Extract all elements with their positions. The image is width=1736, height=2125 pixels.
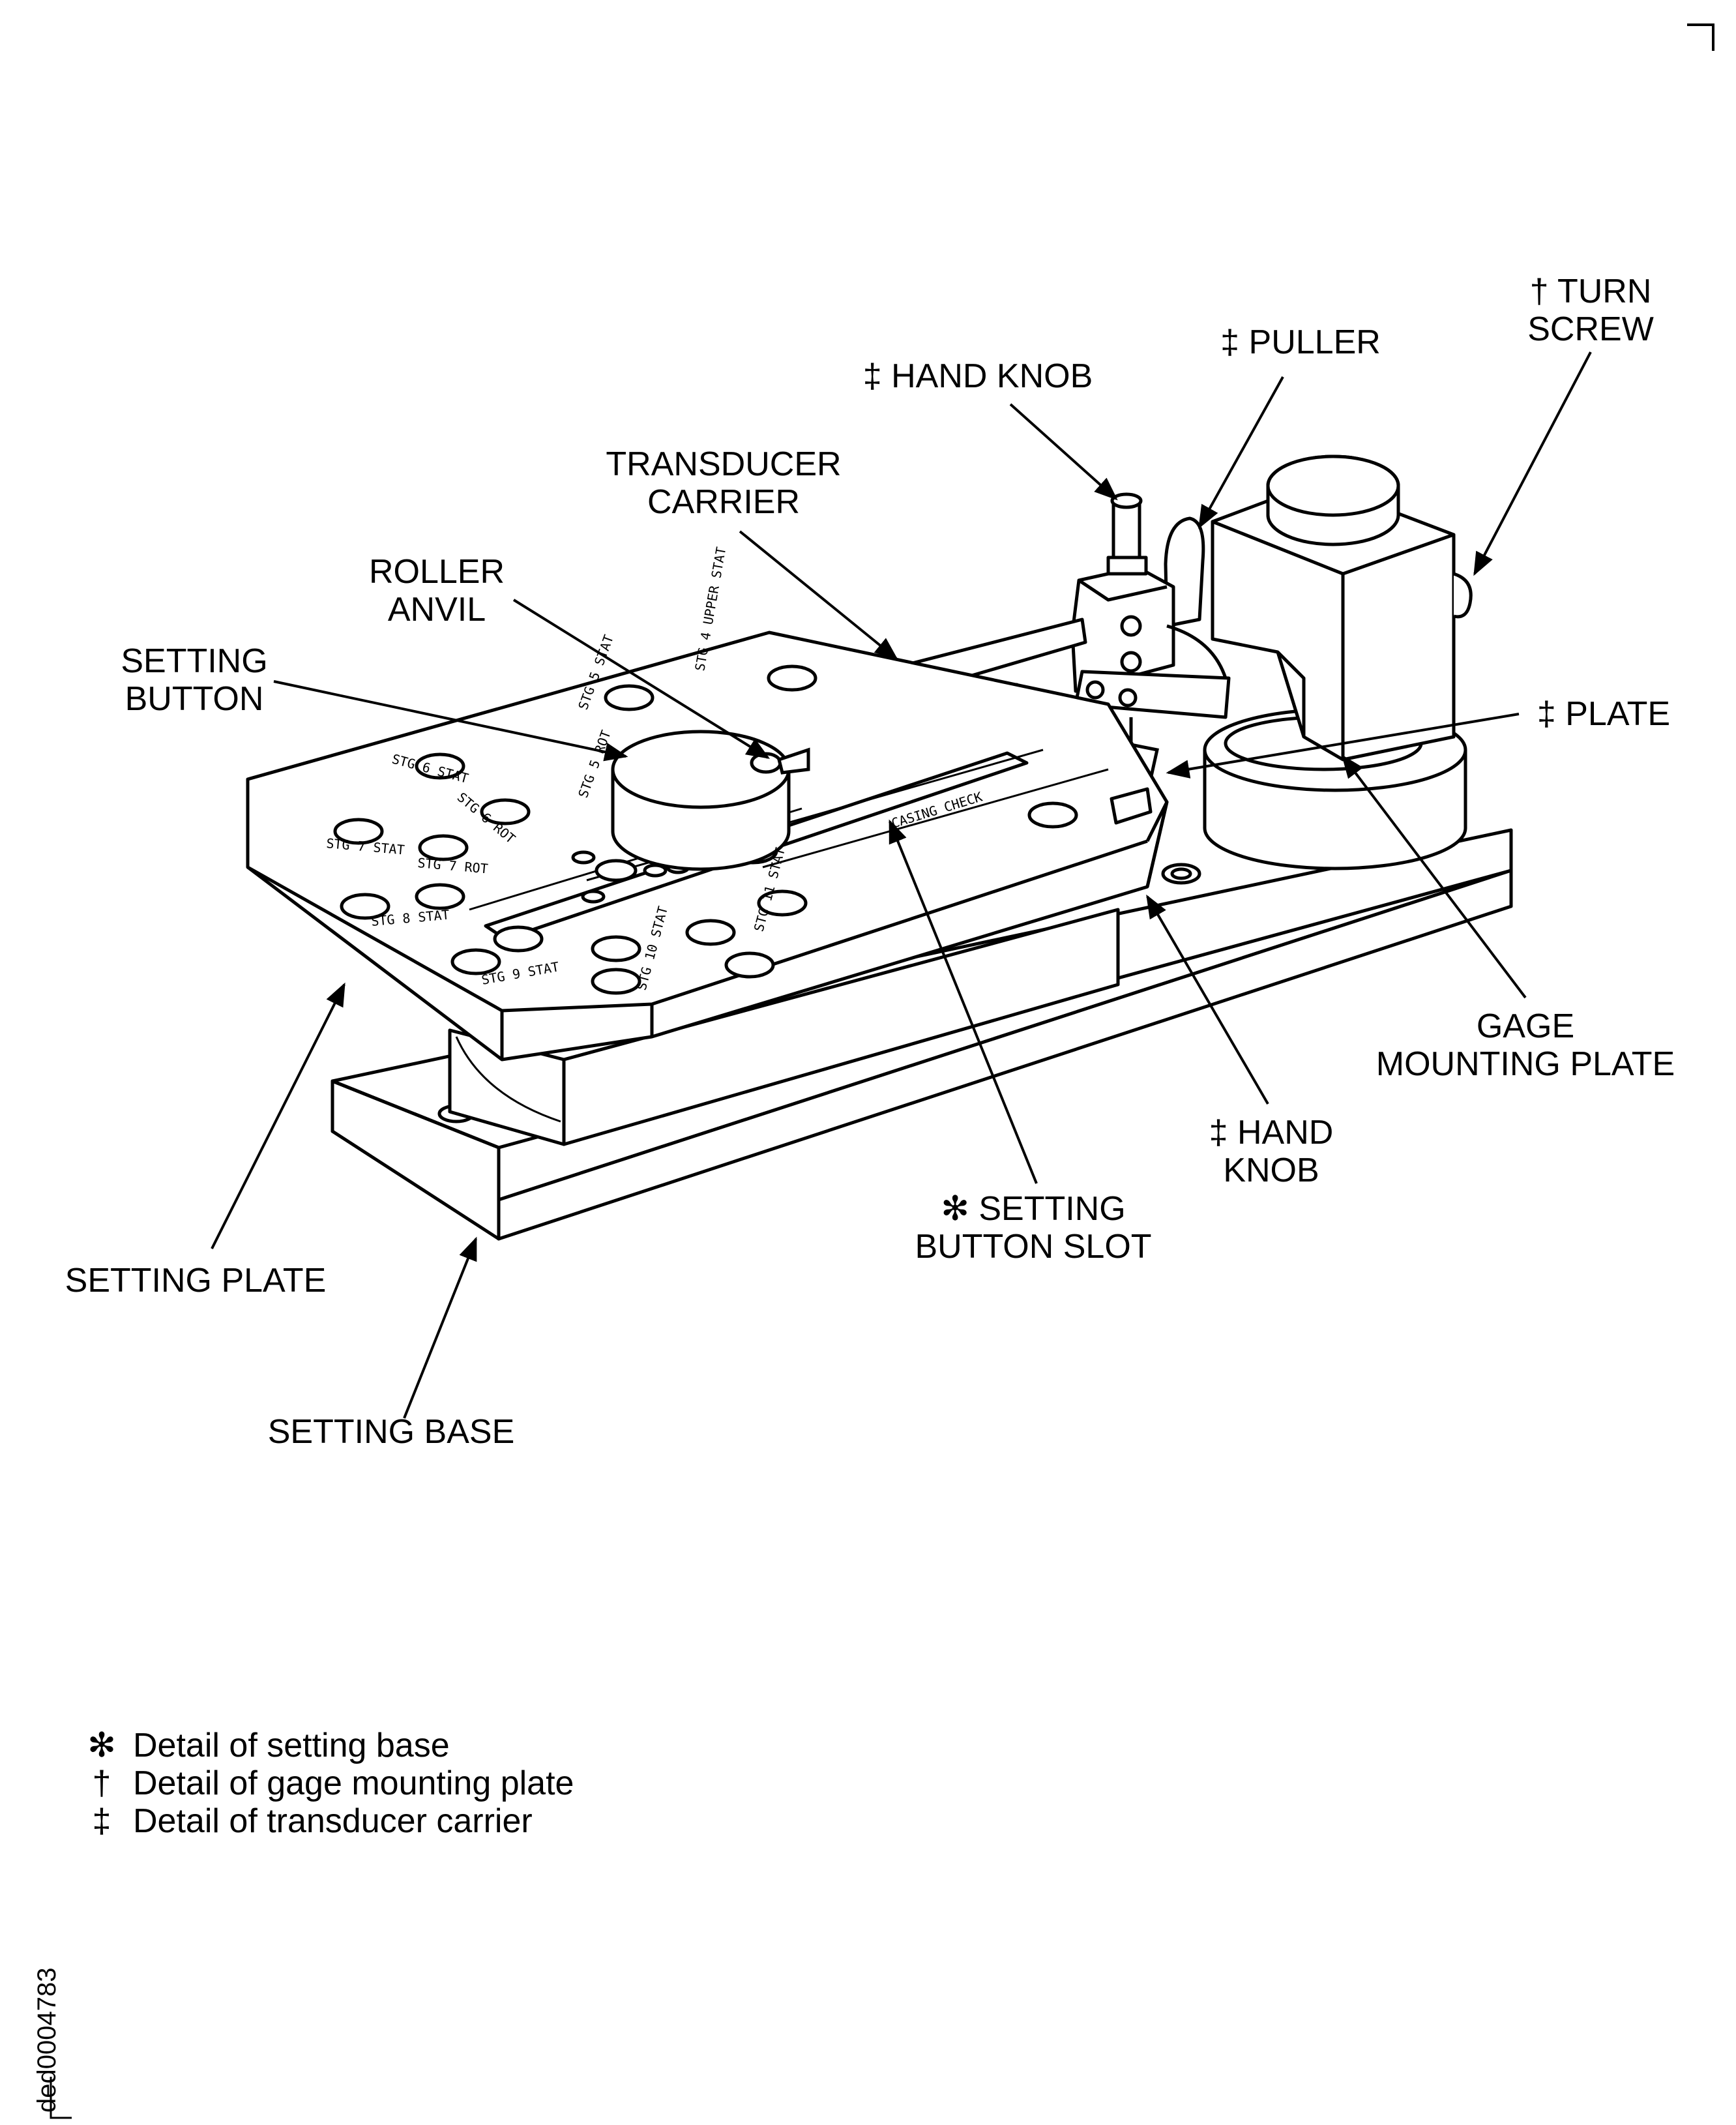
label-setting-button: SETTING BUTTON: [110, 642, 279, 718]
legend-symbol: †: [92, 1764, 111, 1802]
leader-puller: [1198, 376, 1284, 529]
leader-setting-button: [273, 680, 628, 762]
label-setting-plate-text: SETTING PLATE: [65, 1262, 327, 1300]
setting-plate-pedestal: [448, 908, 1120, 1146]
label-roller-anvil-line2: ANVIL: [387, 591, 486, 629]
gage-housing: [1211, 454, 1473, 762]
label-setting-base: SETTING BASE: [248, 1413, 535, 1451]
label-gage-mounting-plate-line2: MOUNTING PLATE: [1376, 1045, 1675, 1083]
top-hand-knob: [1111, 500, 1141, 559]
label-transducer-carrier: TRANSDUCER CARRIER: [587, 445, 861, 521]
label-hand-knob-top-text: ‡ HAND KNOB: [862, 357, 1093, 395]
label-gage-mounting-plate-line1: GAGE: [1476, 1007, 1575, 1045]
label-hand-knob-bottom-line2: KNOB: [1223, 1152, 1319, 1189]
reference-code: ded0004783: [33, 1967, 61, 2113]
label-hand-knob-bottom-line1: ‡ HAND: [1209, 1114, 1334, 1152]
label-setting-base-text: SETTING BASE: [267, 1413, 515, 1451]
label-gage-mounting-plate: GAGE MOUNTING PLATE: [1369, 1007, 1682, 1083]
legend-symbol: ✻: [87, 1727, 116, 1764]
leader-roller-anvil: [512, 599, 771, 759]
leader-setting-plate: [211, 982, 346, 1249]
legend-row: † Detail of gage mounting plate: [70, 1764, 574, 1802]
setting-button-cylinder: [611, 730, 810, 871]
legend-text: Detail of gage mounting plate: [133, 1764, 574, 1802]
label-turn-screw-line1: † TURN: [1529, 273, 1652, 310]
leader-gage-mounting-plate: [1341, 754, 1527, 999]
label-setting-plate: SETTING PLATE: [46, 1262, 346, 1300]
legend-symbol: ‡: [92, 1802, 111, 1840]
right-hand-knob: [1110, 787, 1153, 825]
leader-hand-knob-top: [1009, 403, 1118, 501]
legend-text: Detail of setting base: [133, 1727, 450, 1764]
ref-bracket: [50, 2077, 72, 2119]
label-puller-text: ‡ PULLER: [1220, 323, 1381, 361]
leader-plate: [1166, 713, 1520, 779]
leader-hand-knob-bottom: [1146, 894, 1269, 1105]
label-roller-anvil: ROLLER ANVIL: [355, 553, 518, 629]
legend-row: ✻ Detail of setting base: [70, 1727, 574, 1764]
leader-turn-screw: [1473, 351, 1592, 576]
crop-mark: [1687, 23, 1714, 51]
label-setting-button-slot-line1: ✻ SETTING: [941, 1190, 1126, 1228]
label-transducer-carrier-line1: TRANSDUCER: [606, 445, 842, 483]
transducer-carrier-block: [1070, 492, 1231, 719]
label-setting-button-line2: BUTTON: [125, 680, 264, 718]
label-turn-screw-line2: SCREW: [1527, 310, 1654, 348]
leader-setting-button-slot: [889, 819, 1038, 1184]
leader-setting-base: [403, 1236, 477, 1419]
leader-transducer-carrier: [739, 530, 898, 661]
legend-text: Detail of transducer carrier: [133, 1802, 533, 1840]
legend-row: ‡ Detail of transducer carrier: [70, 1802, 574, 1840]
label-hand-knob-top: ‡ HAND KNOB: [841, 357, 1115, 395]
label-setting-button-slot: ✻ SETTING BUTTON SLOT: [890, 1190, 1177, 1266]
label-setting-button-slot-line2: BUTTON SLOT: [915, 1228, 1152, 1266]
label-setting-button-line1: SETTING: [121, 642, 268, 680]
label-roller-anvil-line1: ROLLER: [368, 553, 505, 591]
label-puller: ‡ PULLER: [1213, 323, 1389, 361]
label-hand-knob-bottom: ‡ HAND KNOB: [1186, 1114, 1356, 1189]
label-plate-text: ‡ PLATE: [1537, 695, 1671, 733]
label-plate: ‡ PLATE: [1529, 695, 1679, 733]
symbol-legend: ✻ Detail of setting base † Detail of gag…: [70, 1727, 574, 1840]
leader-lines: [211, 351, 1592, 1419]
label-transducer-carrier-line2: CARRIER: [647, 483, 801, 521]
label-turn-screw: † TURN SCREW: [1519, 273, 1662, 348]
